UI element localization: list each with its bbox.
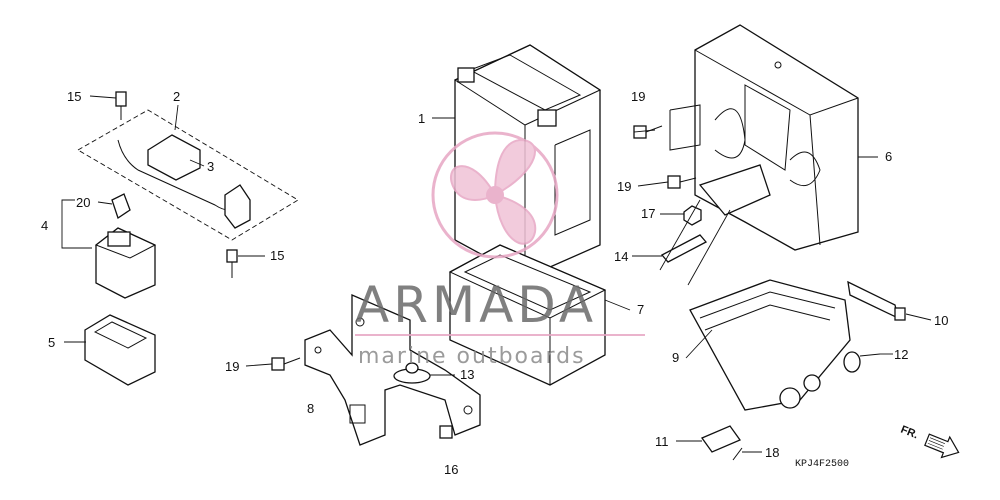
callout-2: 2: [173, 89, 180, 104]
callout-11: 11: [655, 434, 669, 449]
rubber-mount-13: [393, 362, 431, 384]
callout-9: 9: [672, 350, 679, 365]
callout-17: 17: [641, 206, 655, 221]
callout-7: 7: [637, 302, 644, 317]
rod-10: [847, 280, 906, 321]
callout-15-top: 15: [67, 89, 81, 104]
cable-kit: [77, 91, 299, 241]
leader-lines: [61, 95, 932, 453]
propeller-icon: [431, 131, 559, 259]
callout-13: 13: [460, 367, 474, 382]
callout-3: 3: [207, 159, 214, 174]
starter-relay: [94, 227, 157, 299]
callout-8: 8: [307, 401, 314, 416]
front-direction-marker: FR.: [899, 424, 960, 459]
nut-12: [843, 351, 881, 373]
bolt-19-lower: [271, 357, 301, 371]
callout-10: 10: [934, 313, 948, 328]
bolt-15-lower: [226, 249, 238, 278]
callout-16: 16: [444, 462, 458, 477]
battery-box: [669, 24, 859, 251]
callout-14: 14: [614, 249, 628, 264]
bolt-19-top: [633, 125, 663, 139]
bolt-19-mid: [667, 175, 697, 189]
plate-14: [660, 234, 708, 263]
callout-19-left: 19: [225, 359, 239, 374]
callout-12: 12: [894, 347, 908, 362]
callout-19-top: 19: [631, 89, 645, 104]
watermark-subtitle: marine outboards: [358, 344, 586, 369]
callout-18: 18: [765, 445, 779, 460]
callout-15-bottom: 15: [270, 248, 284, 263]
callout-20: 20: [76, 195, 90, 210]
relay-cover: [84, 314, 156, 386]
bolt-16: [439, 425, 453, 439]
fr-label: FR.: [899, 424, 920, 442]
fuse-clip: [111, 193, 131, 220]
battery-bracket: [304, 294, 481, 446]
callout-4: 4: [41, 218, 48, 233]
callouts: 1 2 3 4 5 6 7 8 9 10 11 12 13 14 15 15 1…: [41, 89, 948, 477]
pin-18: [732, 447, 743, 461]
callout-5: 5: [48, 335, 55, 350]
armada-watermark: ARMADA marine outboards: [355, 131, 645, 369]
watermark-title: ARMADA: [355, 276, 597, 334]
callout-1: 1: [418, 111, 425, 126]
callout-6: 6: [885, 149, 892, 164]
battery-cover: [689, 279, 851, 411]
drawing-code: KPJ4F2500: [795, 459, 849, 470]
callout-19-mid: 19: [617, 179, 631, 194]
battery-tray: [448, 244, 607, 386]
knob-11: [701, 425, 741, 453]
nut-17: [683, 205, 702, 226]
